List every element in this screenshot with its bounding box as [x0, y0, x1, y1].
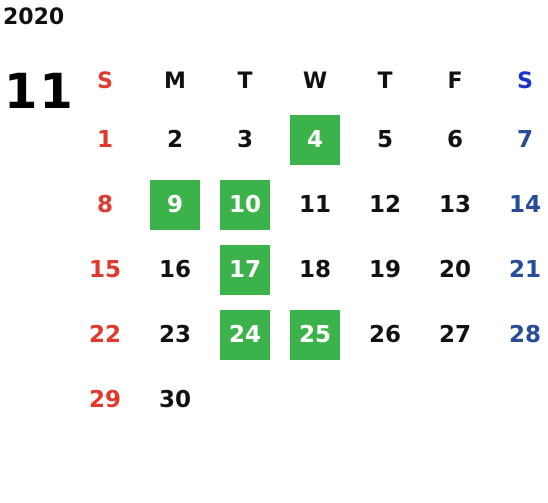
day-number: 19	[368, 256, 401, 283]
weekday-header-friday: F	[447, 68, 463, 94]
day-number-highlighted: 9	[150, 179, 200, 230]
day-cell: 4	[280, 107, 350, 172]
day-number: 20	[438, 256, 471, 283]
calendar-year: 2020	[3, 5, 65, 30]
day-number: 21	[508, 256, 541, 283]
day-cell: 26	[350, 302, 420, 367]
day-cell: 6	[420, 107, 490, 172]
day-number: 13	[438, 191, 471, 218]
day-cell: 21	[490, 237, 548, 302]
day-cell: 24	[210, 302, 280, 367]
day-cell: 25	[280, 302, 350, 367]
day-cell: 18	[280, 237, 350, 302]
day-number: 7	[516, 126, 533, 153]
day-number: 18	[298, 256, 331, 283]
day-number: 16	[158, 256, 191, 283]
day-cell: 2	[140, 107, 210, 172]
day-number: 15	[88, 256, 121, 283]
weekday-header-monday: M	[164, 68, 186, 94]
day-number: 2	[166, 126, 183, 153]
day-number: 30	[158, 386, 191, 413]
weekday-header-tuesday: T	[237, 68, 253, 94]
calendar-month: 11	[4, 64, 75, 120]
day-number: 1	[96, 126, 113, 153]
day-cell: 7	[490, 107, 548, 172]
day-number-highlighted: 17	[220, 244, 270, 295]
day-number: 8	[96, 191, 113, 218]
day-number: 27	[438, 321, 471, 348]
day-cell: 29	[70, 367, 140, 432]
day-cell: 1	[70, 107, 140, 172]
day-cell: 3	[210, 107, 280, 172]
day-number: 11	[298, 191, 331, 218]
day-cell: 20	[420, 237, 490, 302]
day-cell: 10	[210, 172, 280, 237]
day-number: 26	[368, 321, 401, 348]
day-number-highlighted: 4	[290, 114, 340, 165]
day-cell: 8	[70, 172, 140, 237]
day-number: 29	[88, 386, 121, 413]
day-cell: 27	[420, 302, 490, 367]
weekday-header-sunday: S	[97, 68, 113, 94]
day-cell: 5	[350, 107, 420, 172]
weekday-header-thursday: T	[377, 68, 393, 94]
day-cell: 13	[420, 172, 490, 237]
day-number-highlighted: 25	[290, 309, 340, 360]
day-number: 6	[446, 126, 463, 153]
day-number: 12	[368, 191, 401, 218]
day-cell: 9	[140, 172, 210, 237]
day-cell: 11	[280, 172, 350, 237]
day-cell: 19	[350, 237, 420, 302]
day-cell: 22	[70, 302, 140, 367]
day-cell: 12	[350, 172, 420, 237]
day-number: 22	[88, 321, 121, 348]
day-cell: 23	[140, 302, 210, 367]
day-cell: 30	[140, 367, 210, 432]
day-cell: 28	[490, 302, 548, 367]
day-cell: 15	[70, 237, 140, 302]
day-number-highlighted: 10	[220, 179, 270, 230]
day-number: 23	[158, 321, 191, 348]
day-number: 3	[236, 126, 253, 153]
day-number: 14	[508, 191, 541, 218]
day-number: 28	[508, 321, 541, 348]
day-number-highlighted: 24	[220, 309, 270, 360]
weekday-header-wednesday: W	[302, 68, 328, 94]
weekday-header-saturday: S	[517, 68, 533, 94]
day-number: 5	[376, 126, 393, 153]
day-cell: 14	[490, 172, 548, 237]
day-cell: 17	[210, 237, 280, 302]
day-cell: 16	[140, 237, 210, 302]
